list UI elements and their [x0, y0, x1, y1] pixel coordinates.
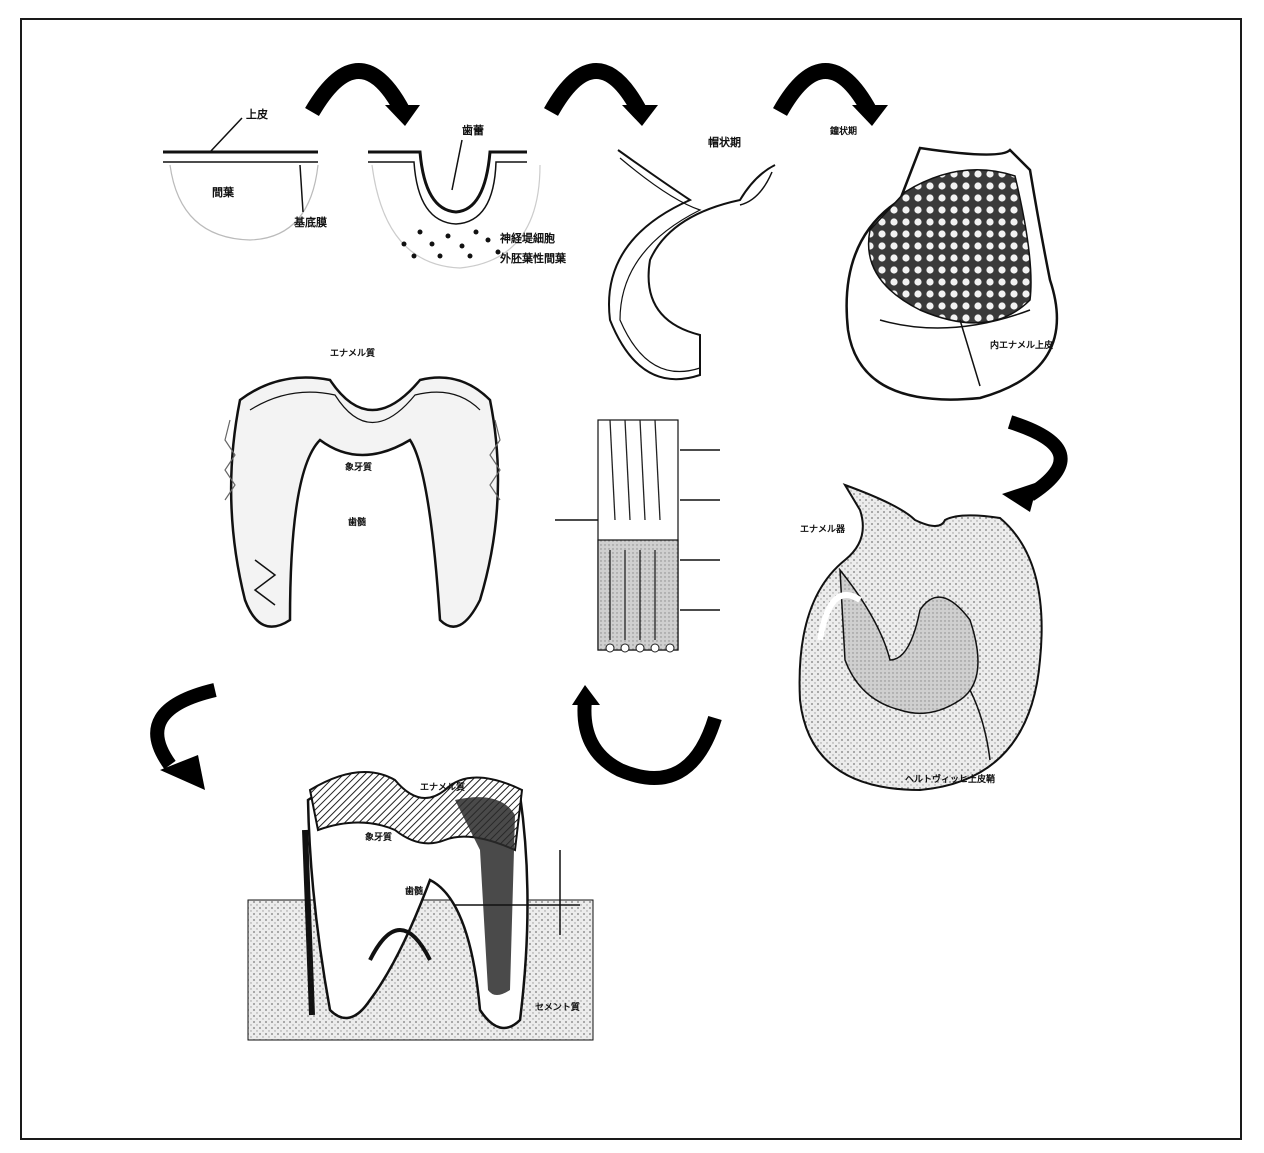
stage-cap: 帽状期 — [609, 135, 775, 379]
label-neural-crest-cells: 神経堤細胞 — [500, 231, 555, 245]
stage-bell: 鐘状期 内エナメル上皮 — [830, 125, 1057, 400]
label-dentin-crown: 象牙質 — [345, 461, 372, 473]
curved-arrow-icon — [572, 685, 715, 778]
stage-bud: 歯蕾 神経堤細胞 外胚葉性間葉 — [368, 123, 567, 268]
label-mesenchyme: 間葉 — [212, 185, 235, 199]
label-epithelium: 上皮 — [246, 107, 268, 121]
label-inner-enamel-epithelium: 内エナメル上皮 — [990, 339, 1054, 351]
stage-mature-tooth: エナメル質 象牙質 歯髄 セメント質 — [248, 772, 593, 1040]
stage-late-bell: エナメル器 ヘルトヴィッヒ上皮鞘 — [800, 485, 1042, 790]
label-pulp-mature: 歯髄 — [405, 885, 424, 897]
label-tooth-bud: 歯蕾 — [462, 123, 484, 137]
curved-arrow-icon — [780, 71, 888, 126]
label-hertwig-sheath: ヘルトヴィッヒ上皮鞘 — [905, 773, 995, 785]
label-dentin-mature: 象牙質 — [365, 831, 392, 843]
label-cementum: セメント質 — [535, 1001, 580, 1013]
curved-arrow-icon — [312, 71, 420, 126]
curved-arrow-icon — [551, 71, 658, 126]
curved-arrow-icon — [1002, 422, 1061, 512]
stage-epithelium: 上皮 間葉 基底膜 — [163, 107, 327, 240]
label-enamel-organ: エナメル器 — [800, 524, 846, 535]
label-bell-stage: 鐘状期 — [830, 125, 857, 137]
label-basement-membrane: 基底膜 — [293, 215, 327, 229]
stage-crown: エナメル質 象牙質 歯髄 — [225, 347, 500, 627]
label-cap-stage: 帽状期 — [708, 135, 741, 149]
label-pulp-crown: 歯髄 — [348, 516, 367, 528]
label-enamel-crown: エナメル質 — [330, 347, 375, 359]
label-ectomesenchyme: 外胚葉性間葉 — [499, 251, 567, 265]
curved-arrow-icon — [157, 690, 215, 790]
label-enamel-mature: エナメル質 — [420, 781, 465, 793]
cell-layer-detail — [555, 420, 720, 652]
